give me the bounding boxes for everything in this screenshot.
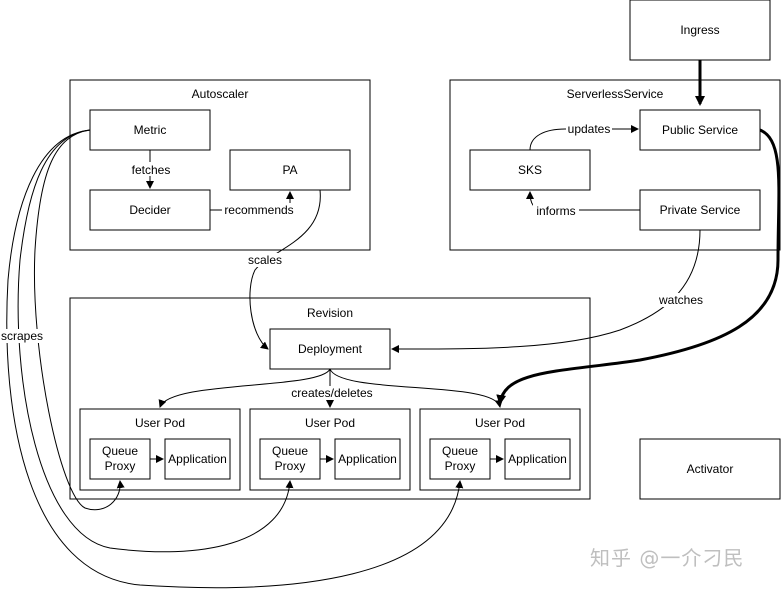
sks-node: SKS (469, 149, 591, 191)
public-to-pod-arrow (496, 128, 781, 405)
application-label: Application (338, 452, 397, 466)
ingress-label: Ingress (680, 23, 719, 37)
user-pod-title: User Pod (135, 416, 185, 430)
deployment-label: Deployment (298, 342, 363, 356)
scrapes-label: scrapes (1, 329, 43, 343)
scales-label: scales (248, 253, 282, 267)
user-pod-2: User Pod Queue Proxy Application (249, 408, 411, 491)
metric-label: Metric (134, 123, 167, 137)
deployment-node: Deployment (269, 328, 391, 370)
creates-arrow-pod-3 (329, 368, 503, 408)
creates-deletes-label: creates/deletes (291, 386, 372, 400)
scrapes-arrow-pod-3 (6, 129, 464, 589)
queue-proxy-label-line2: Proxy (105, 459, 136, 473)
private-service-node: Private Service (639, 189, 761, 231)
application-label: Application (508, 452, 567, 466)
watches-arrow (391, 229, 701, 354)
activator-label: Activator (687, 462, 734, 476)
user-pod-3: User Pod Queue Proxy Application (419, 408, 581, 491)
queue-proxy-label-line2: Proxy (445, 459, 476, 473)
metric-node: Metric (89, 109, 211, 151)
scrapes-arrow-pod-1 (33, 129, 125, 511)
scrapes-arrow-pod-2 (17, 129, 294, 553)
revision-title: Revision (307, 306, 353, 320)
pa-label: PA (282, 163, 297, 177)
queue-proxy-label-line1: Queue (102, 444, 138, 458)
autoscaler-title: Autoscaler (192, 87, 249, 101)
sks-label: SKS (518, 163, 542, 177)
fetches-label: fetches (132, 163, 171, 177)
watermark: 知乎 @一介刁民 (590, 546, 745, 570)
decider-node: Decider (89, 189, 211, 231)
scales-arrow (249, 189, 321, 350)
application-label: Application (168, 452, 227, 466)
creates-arrow-pod-1 (158, 368, 331, 408)
public-service-node: Public Service (639, 109, 761, 151)
user-pod-title: User Pod (475, 416, 525, 430)
decider-label: Decider (129, 203, 170, 217)
queue-proxy-label-line1: Queue (272, 444, 308, 458)
user-pod-1: User Pod Queue Proxy Application (79, 408, 241, 491)
private-service-label: Private Service (660, 203, 741, 217)
pa-node: PA (229, 149, 351, 191)
queue-proxy-label-line2: Proxy (275, 459, 306, 473)
activator-node: Activator (639, 438, 781, 500)
recommends-label: recommends (224, 203, 293, 217)
watches-label: watches (658, 293, 703, 307)
serverless-service-title: ServerlessService (567, 87, 664, 101)
queue-proxy-label-line1: Queue (442, 444, 478, 458)
updates-label: updates (568, 122, 611, 136)
ingress-node: Ingress (629, 0, 771, 61)
updates-arrow (529, 125, 639, 151)
informs-label: informs (536, 204, 575, 218)
public-service-label: Public Service (662, 123, 738, 137)
user-pod-title: User Pod (305, 416, 355, 430)
